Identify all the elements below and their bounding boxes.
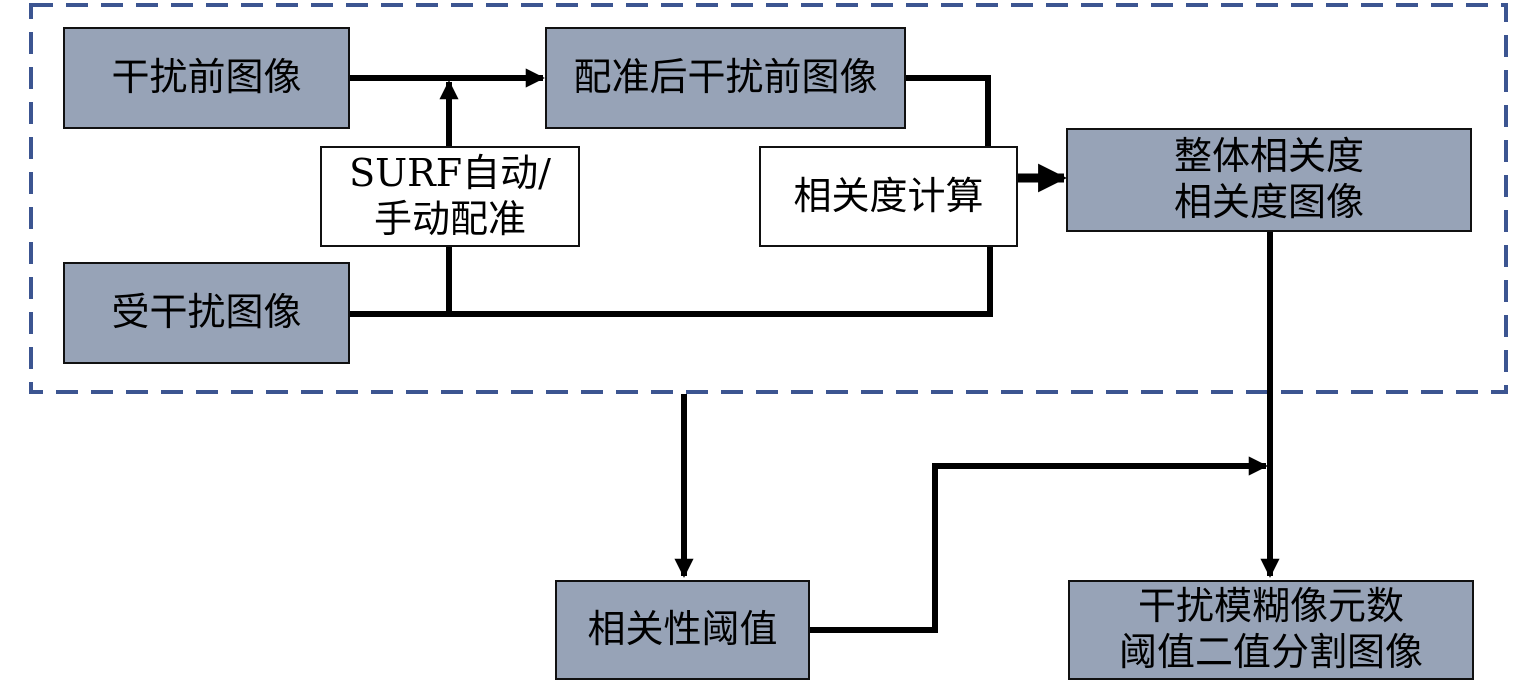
overall-correlation-label-1: 整体相关度: [1173, 134, 1364, 179]
pre-interference-image-label: 干扰前图像: [111, 55, 302, 100]
line-post-image: [350, 247, 993, 317]
correlation-threshold-box: 相关性阈值: [555, 580, 810, 680]
surf-registration-label-2: 手动配准: [373, 196, 526, 241]
dashed-group-border: [29, 3, 1508, 394]
binary-segmentation-label-1: 干扰模糊像元数: [1137, 584, 1404, 629]
surf-registration-box: SURF自动/ 手动配准: [320, 146, 580, 247]
overall-correlation-box: 整体相关度 相关度图像: [1066, 128, 1472, 232]
pre-interference-image-box: 干扰前图像: [63, 27, 350, 129]
correlation-calc-label: 相关度计算: [793, 173, 984, 218]
arrow-threshold-to-segmentation: [810, 456, 1268, 633]
binary-segmentation-box: 干扰模糊像元数 阈值二值分割图像: [1068, 580, 1474, 680]
registered-pre-image-box: 配准后干扰前图像: [545, 27, 906, 129]
overall-correlation-label-2: 相关度图像: [1173, 180, 1364, 224]
surf-registration-label-1: SURF自动/: [349, 150, 551, 195]
correlation-calc-box: 相关度计算: [759, 146, 1018, 247]
registered-pre-image-label: 配准后干扰前图像: [573, 55, 878, 100]
correlation-threshold-label: 相关性阈值: [587, 607, 778, 652]
line-registered-to-calc: [906, 75, 991, 146]
post-interference-image-label: 受干扰图像: [111, 290, 302, 335]
binary-segmentation-label-2: 阈值二值分割图像: [1118, 630, 1423, 674]
post-interference-image-box: 受干扰图像: [63, 262, 350, 364]
